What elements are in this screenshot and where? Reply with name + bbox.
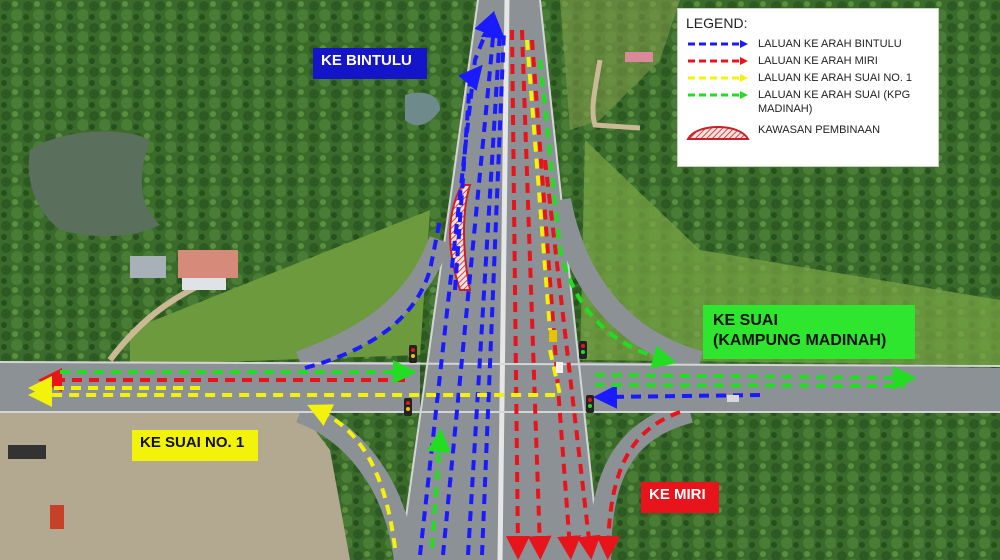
- arrow-icon: [688, 74, 748, 82]
- highway-median: [497, 0, 510, 560]
- miri-lane-4: [543, 159, 601, 560]
- arrow-icon: [688, 57, 748, 65]
- bintulu-from-west: [304, 219, 442, 370]
- miri-lane-1: [505, 29, 530, 560]
- building-top-right: [625, 52, 653, 62]
- highway-edge-left: [399, 0, 479, 560]
- label-suai-madinah: KE SUAI (KAMPUNG MADINAH): [703, 305, 915, 359]
- bintulu-lane-1: [418, 10, 497, 556]
- construction-site: [0, 410, 350, 560]
- legend-item-bintulu: LALUAN KE ARAH BINTULU: [686, 37, 930, 51]
- arrow-icon: [688, 40, 748, 48]
- route-madinah: [60, 59, 917, 549]
- miri-from-east: [596, 410, 681, 560]
- route-miri: [38, 29, 681, 560]
- madinah-upslip: [427, 428, 452, 549]
- arrow-icon: [688, 91, 748, 99]
- traffic-light-icon: [409, 345, 417, 363]
- label-miri: KE MIRI: [641, 482, 719, 513]
- shed-roof: [130, 256, 166, 278]
- dirt-track: [590, 59, 641, 131]
- label-suai-no1: KE SUAI NO. 1: [132, 430, 258, 461]
- river: [405, 92, 440, 126]
- vehicle: [556, 362, 563, 373]
- legend: LEGEND: LALUAN KE ARAH BINTULU LALUAN KE…: [677, 8, 939, 167]
- truck: [50, 505, 64, 529]
- suai1-main-lane: [525, 39, 552, 331]
- label-suai-madinah-line1: KE SUAI: [713, 312, 778, 329]
- bintulu-lane-2: [441, 14, 505, 556]
- cleared-land-top-right: [560, 0, 680, 130]
- madinah-east-2: [594, 383, 906, 388]
- legend-text-miri: LALUAN KE ARAH MIRI: [758, 55, 878, 67]
- vehicle: [549, 330, 557, 342]
- legend-text-construction: KAWASAN PEMBINAAN: [758, 124, 881, 136]
- label-suai-madinah-line2: (KAMPUNG MADINAH): [713, 332, 887, 349]
- road-edge-top: [0, 361, 1000, 367]
- route-suai1: [28, 39, 563, 549]
- highway: [400, 0, 600, 560]
- legend-item-madinah: LALUAN KE ARAH SUAI (KPG MADINAH): [686, 88, 930, 116]
- label-bintulu: KE BINTULU: [313, 48, 427, 79]
- vehicle: [727, 395, 739, 402]
- bintulu-lane-4: [480, 29, 506, 556]
- legend-text-bintulu: LALUAN KE ARAH BINTULU: [758, 38, 902, 50]
- bintulu-upslip: [453, 64, 483, 291]
- cross-road: [0, 362, 420, 412]
- legend-title: LEGEND:: [686, 15, 748, 31]
- house: [182, 278, 226, 290]
- legend-item-miri: LALUAN KE ARAH MIRI: [686, 54, 930, 68]
- house-roof: [178, 250, 238, 278]
- slip-road-se: [589, 401, 693, 560]
- madinah-east-1: [594, 365, 917, 390]
- miri-lane-2: [520, 29, 552, 560]
- traffic-light-icon: [404, 398, 412, 416]
- excavator: [8, 445, 46, 459]
- madinah-main-lane: [538, 59, 677, 369]
- suai1-sw-turn: [307, 404, 397, 549]
- legend-item-suai1: LALUAN KE ARAH SUAI NO. 1: [686, 71, 930, 85]
- legend-text-suai1: LALUAN KE ARAH SUAI NO. 1: [758, 72, 913, 84]
- pond: [28, 131, 160, 237]
- bintulu-lane-3: [466, 29, 502, 556]
- traffic-light-icon: [579, 341, 587, 359]
- traffic-light-icon: [586, 395, 594, 413]
- construction-hatch-icon: [686, 126, 750, 140]
- legend-text-madinah: LALUAN KE ARAH SUAI (KPG MADINAH): [758, 89, 911, 115]
- suai1-to-west: [28, 349, 563, 407]
- legend-item-construction: KAWASAN PEMBINAAN: [686, 119, 930, 141]
